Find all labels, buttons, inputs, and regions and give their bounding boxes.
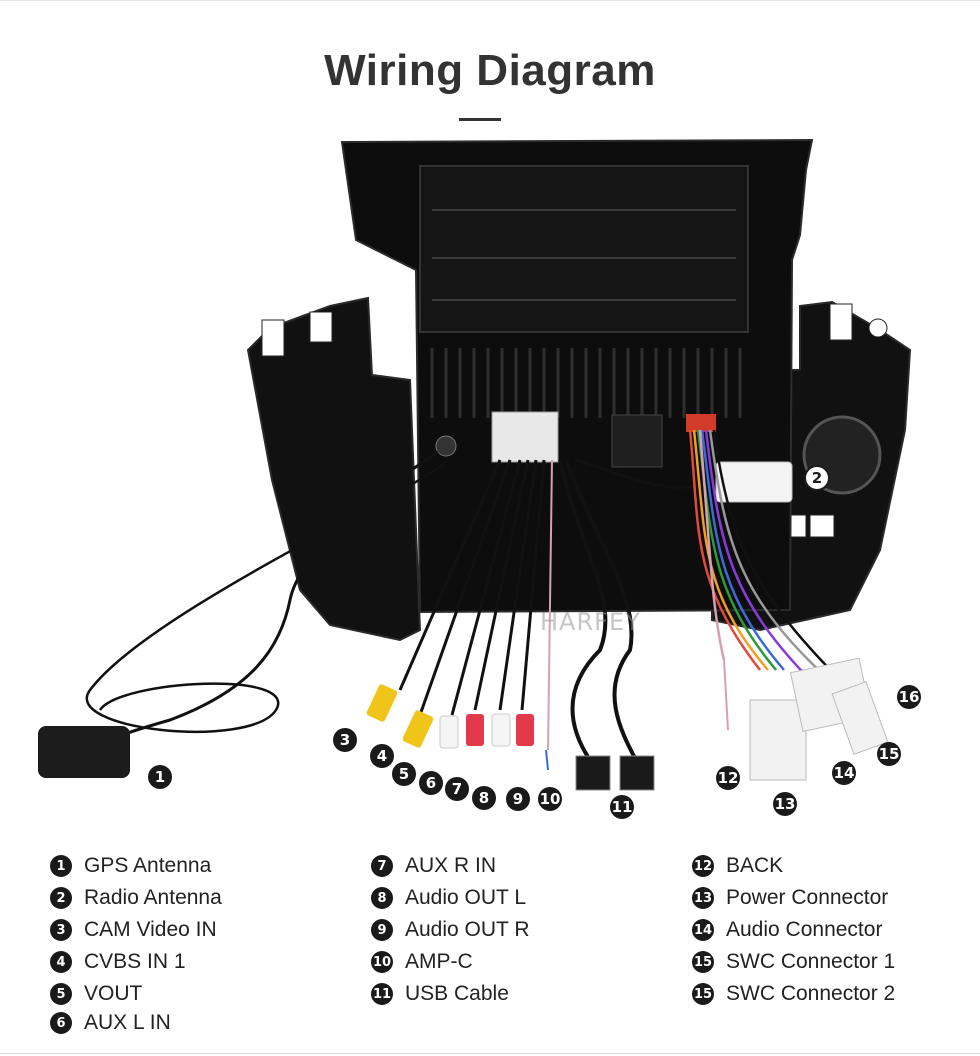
- legend-number: 13: [692, 887, 714, 909]
- legend-number: 14: [692, 919, 714, 941]
- page-title: Wiring Diagram: [324, 46, 656, 95]
- legend-item: 6 AUX L IN: [50, 1010, 222, 1036]
- legend-label: SWC Connector 2: [726, 982, 896, 1005]
- callout-1: 1: [148, 765, 172, 789]
- legend-label: Audio OUT R: [405, 918, 530, 941]
- callout-13: 13: [773, 792, 797, 816]
- legend-label: AMP-C: [405, 950, 473, 973]
- legend-item: 12 BACK: [692, 850, 895, 882]
- legend-label: VOUT: [84, 982, 143, 1005]
- callout-5: 5: [392, 762, 416, 786]
- legend-label: CVBS IN 1: [84, 950, 186, 973]
- callout-12: 12: [716, 766, 740, 790]
- legend-item: 11 USB Cable: [371, 978, 530, 1010]
- legend-number: 4: [50, 951, 72, 973]
- legend-label: AUX L IN: [84, 1011, 171, 1034]
- callout-10: 10: [538, 787, 562, 811]
- legend-number: 1: [50, 855, 72, 877]
- legend-label: USB Cable: [405, 982, 509, 1005]
- legend-label: BACK: [726, 854, 784, 877]
- legend-item: 15 SWC Connector 1: [692, 946, 895, 978]
- legend-column-1: 1 GPS Antenna 2 Radio Antenna 3 CAM Video I…: [50, 850, 222, 1036]
- legend-number: 2: [50, 887, 72, 909]
- legend-number: 11: [371, 983, 393, 1005]
- legend-item: 14 Audio Connector: [692, 914, 895, 946]
- callout-14: 14: [832, 761, 856, 785]
- legend-label: CAM Video IN: [84, 918, 217, 941]
- callout-4: 4: [370, 744, 394, 768]
- legend-number: 15: [692, 983, 714, 1005]
- callout-15: 15: [877, 742, 901, 766]
- legend-item: 15 SWC Connector 2: [692, 978, 895, 1010]
- title-underline: [459, 118, 501, 121]
- legend-label: Power Connector: [726, 886, 889, 909]
- callout-6: 6: [419, 771, 443, 795]
- callout-8: 8: [472, 786, 496, 810]
- legend-label: Radio Antenna: [84, 886, 222, 909]
- legend-item: 4 CVBS IN 1: [50, 946, 222, 978]
- legend-label: Audio Connector: [726, 918, 883, 941]
- legend-number: 15: [692, 951, 714, 973]
- legend-item: 1 GPS Antenna: [50, 850, 222, 882]
- legend-number: 7: [371, 855, 393, 877]
- callout-16: 16: [897, 685, 921, 709]
- legend-number: 12: [692, 855, 714, 877]
- legend-item: 3 CAM Video IN: [50, 914, 222, 946]
- legend-item: 13 Power Connector: [692, 882, 895, 914]
- callout-2: 2: [804, 465, 830, 491]
- legend-item: 9 Audio OUT R: [371, 914, 530, 946]
- callout-9: 9: [506, 787, 530, 811]
- legend-item: 7 AUX R IN: [371, 850, 530, 882]
- legend-number: 5: [50, 983, 72, 1005]
- legend-label: SWC Connector 1: [726, 950, 896, 973]
- legend-item: 2 Radio Antenna: [50, 882, 222, 914]
- legend-label: GPS Antenna: [84, 854, 212, 877]
- legend-number: 6: [50, 1012, 72, 1034]
- legend-number: 8: [371, 887, 393, 909]
- legend-item: 8 Audio OUT L: [371, 882, 530, 914]
- legend-column-3: 12 BACK 13 Power Connector 14 Audio Connect…: [692, 850, 895, 1010]
- legend-number: 10: [371, 951, 393, 973]
- legend-item: 10 AMP-C: [371, 946, 530, 978]
- legend-column-2: 7 AUX R IN 8 Audio OUT L 9 Audio OUT R 10 AM…: [371, 850, 530, 1010]
- legend-item: 5 VOUT: [50, 978, 222, 1010]
- bottom-divider: [0, 1053, 980, 1054]
- head-unit-illustration: [38, 138, 912, 791]
- legend-label: Audio OUT L: [405, 886, 527, 909]
- callout-7: 7: [445, 777, 469, 801]
- callout-11: 11: [610, 795, 634, 819]
- legend-number: 9: [371, 919, 393, 941]
- legend-label: AUX R IN: [405, 854, 497, 877]
- watermark: HARFEY: [540, 608, 641, 636]
- callout-3: 3: [333, 728, 357, 752]
- legend-number: 3: [50, 919, 72, 941]
- top-divider: [0, 0, 980, 1]
